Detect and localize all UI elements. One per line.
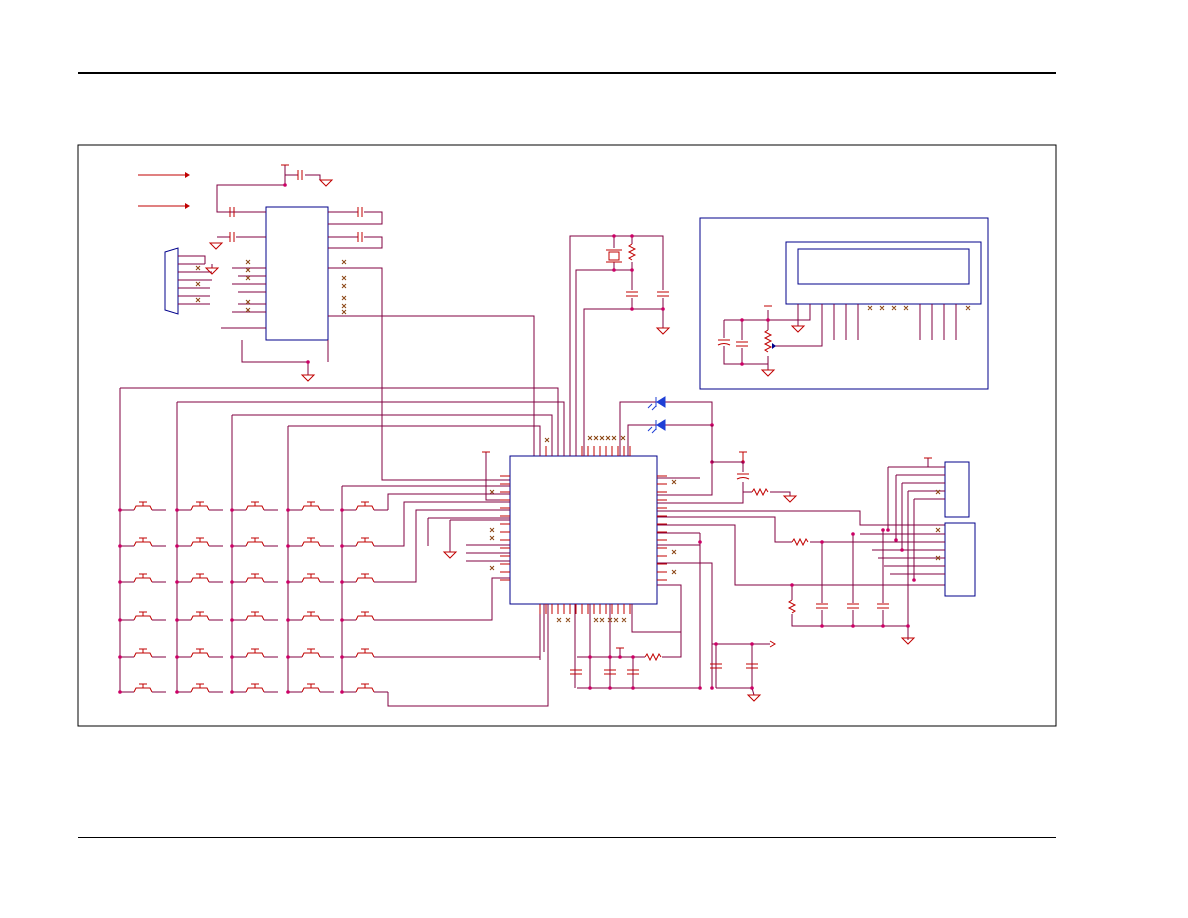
switch-icon: [340, 648, 388, 659]
switch-icon: [175, 611, 223, 622]
switch-icon: [286, 683, 334, 694]
keypad-matrix: [118, 501, 388, 694]
switch-icon: [118, 537, 166, 548]
no-connect-marks: [245, 259, 347, 315]
switch-icon: [230, 501, 278, 512]
switch-icon: [286, 611, 334, 622]
switch-icon: [175, 683, 223, 694]
switch-icon: [286, 648, 334, 659]
crystal-icon: [608, 251, 620, 261]
resistor-icon: [627, 243, 637, 261]
schematic-frame: [77, 144, 1057, 727]
power-header: [787, 522, 976, 645]
switch-icon: [340, 573, 388, 584]
switch-icon: [118, 683, 166, 694]
switch-icon: [230, 573, 278, 584]
switch-icon: [286, 573, 334, 584]
footer-rule: [78, 837, 1056, 838]
input-arrows: [138, 172, 190, 209]
switch-icon: [175, 648, 223, 659]
switch-icon: [340, 501, 388, 512]
status-leds: [619, 396, 750, 492]
switch-icon: [340, 611, 388, 622]
switch-icon: [118, 611, 166, 622]
crystal-oscillator: [569, 234, 671, 456]
jtag-header: [887, 457, 970, 640]
header-rule: [78, 72, 1056, 74]
switch-icon: [286, 501, 334, 512]
microcontroller: [442, 401, 945, 702]
switch-icon: [118, 573, 166, 584]
led-icon: [647, 396, 666, 411]
ground-icon: [655, 327, 671, 335]
switch-icon: [230, 648, 278, 659]
db9-connector: [164, 247, 220, 315]
switch-icon: [230, 683, 278, 694]
switch-icon: [286, 537, 334, 548]
switch-icon: [175, 537, 223, 548]
lcd-module: [699, 217, 989, 390]
rs232-driver-ic: [208, 164, 535, 481]
potentiometer-icon: [763, 329, 773, 353]
switch-icon: [118, 501, 166, 512]
switch-icon: [340, 537, 388, 548]
switch-icon: [230, 611, 278, 622]
led-icon: [647, 419, 666, 434]
switch-icon: [230, 537, 278, 548]
switch-icon: [118, 648, 166, 659]
switch-icon: [340, 683, 388, 694]
switch-icon: [175, 573, 223, 584]
switch-icon: [175, 501, 223, 512]
